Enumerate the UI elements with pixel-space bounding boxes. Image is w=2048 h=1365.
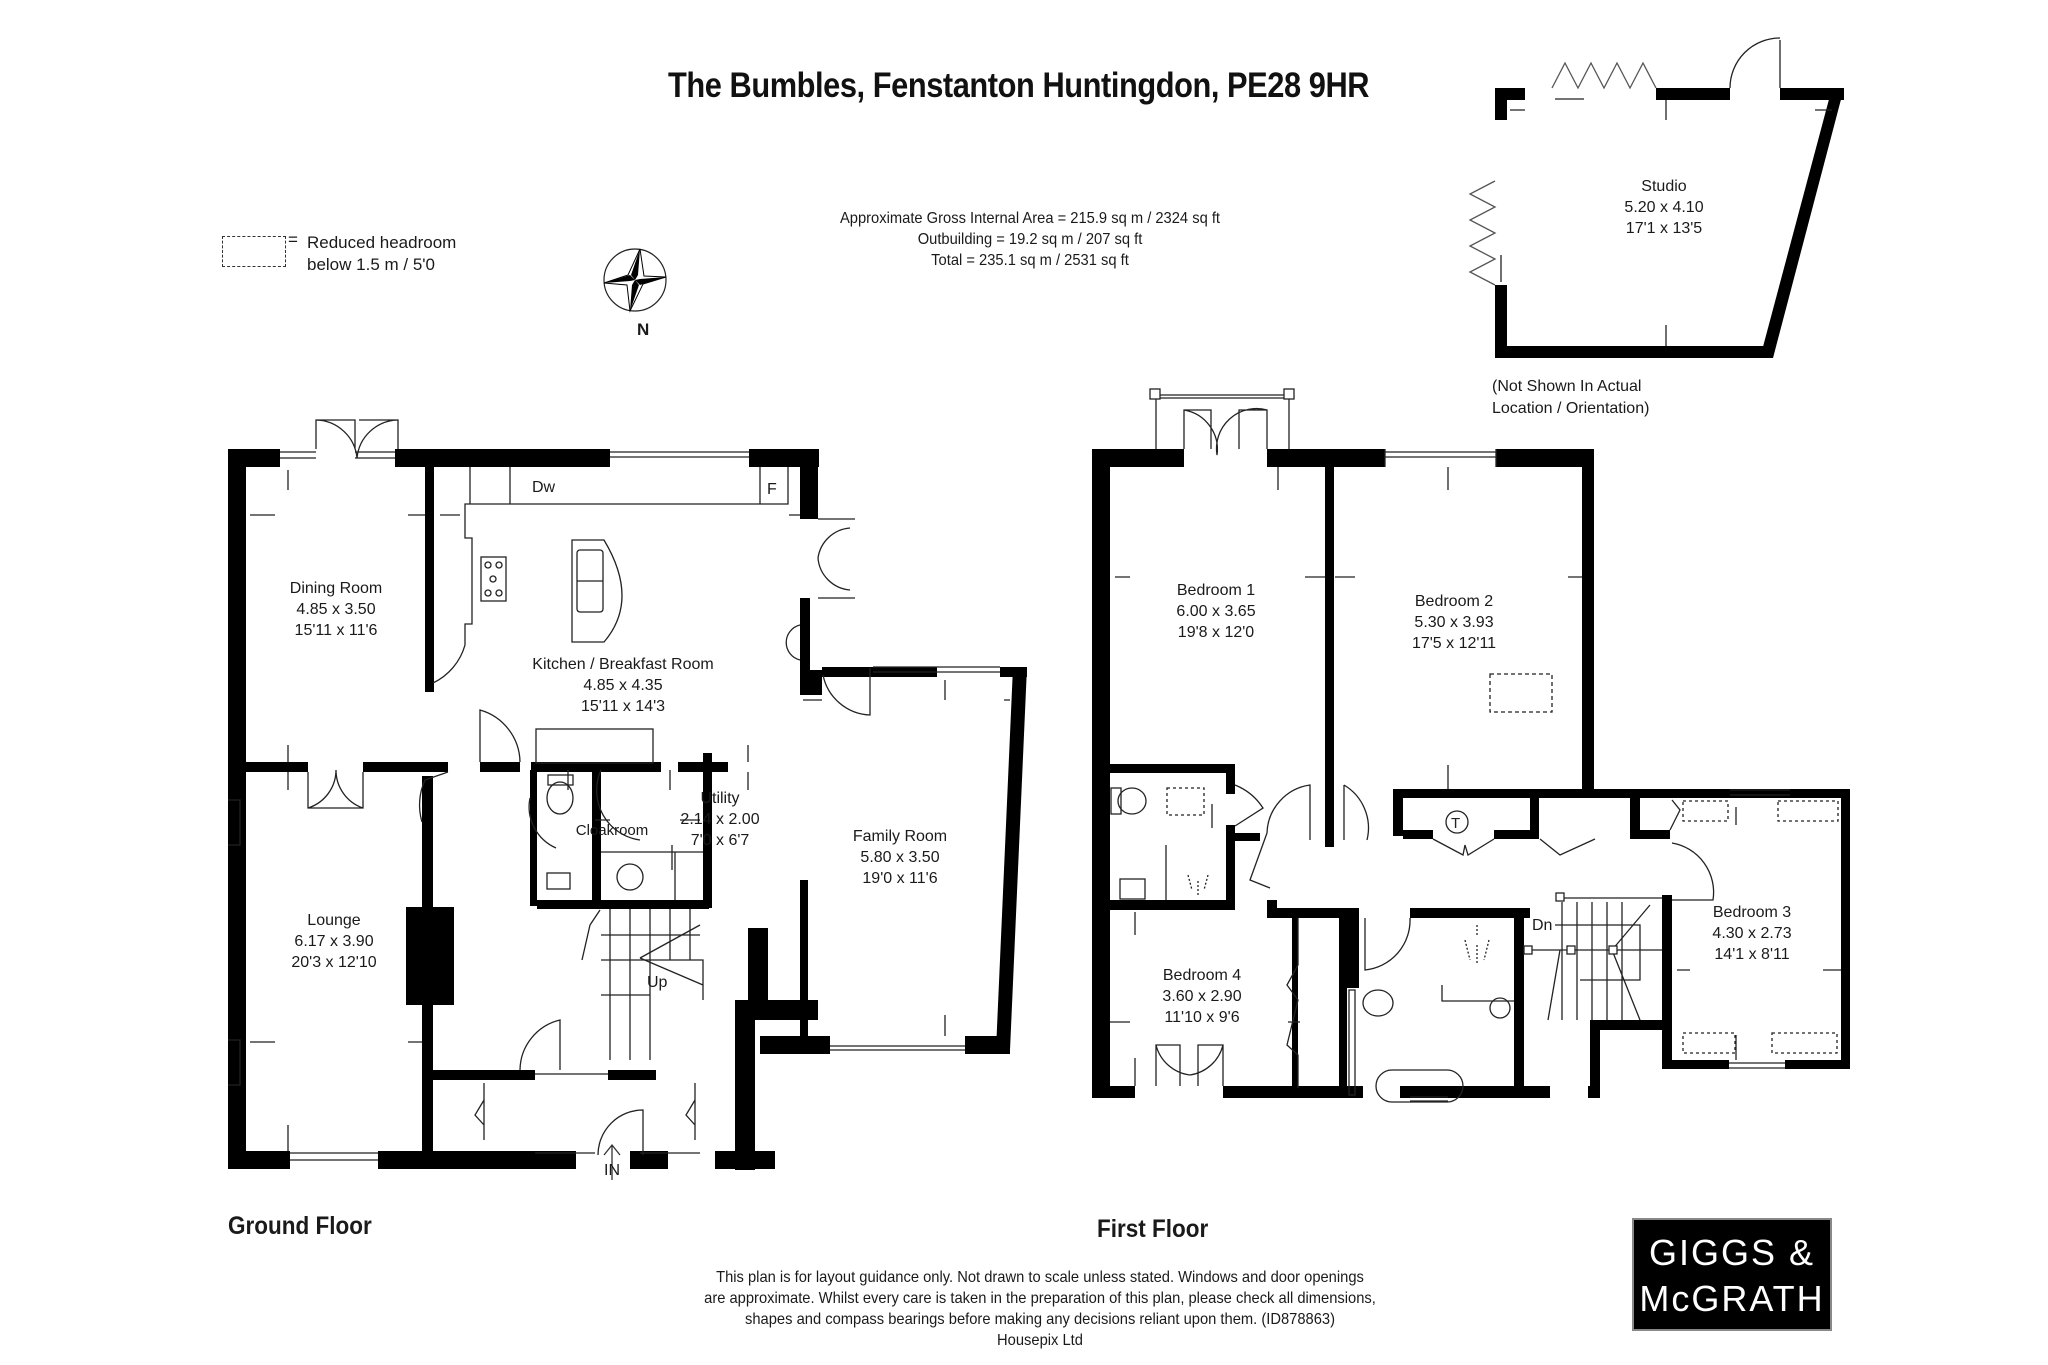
dishwasher-label: Dw (532, 479, 556, 496)
reduced-headroom-symbol (222, 236, 286, 267)
room-imperial: 19'8 x 12'0 (1177, 624, 1255, 641)
stairs-down-label: Dn (1532, 917, 1553, 934)
ground-floor-label: Ground Floor (228, 1212, 372, 1240)
logo-line1: GIGGS & (1648, 1232, 1816, 1273)
room-name: Dining Room (289, 580, 383, 597)
gross-internal-area: Approximate Gross Internal Area = 215.9 … (839, 210, 1221, 227)
room-metric: 2.14 x 2.00 (680, 811, 760, 828)
legend-line1: Reduced headroom (307, 233, 457, 252)
room-imperial: 19'0 x 11'6 (862, 870, 938, 887)
entrance-label: IN (604, 1162, 620, 1179)
room-cloakroom: Cloakroom (576, 820, 649, 841)
plan-title: The Bumbles, Fenstanton Huntingdon, PE28… (668, 66, 1370, 105)
area-summary: Approximate Gross Internal Area = 215.9 … (800, 208, 1260, 271)
room-imperial: 7'0 x 6'7 (690, 832, 750, 849)
svg-text:T: T (1451, 815, 1460, 832)
room-imperial: 15'11 x 14'3 (580, 698, 666, 715)
room-metric: 6.00 x 3.65 (1176, 603, 1256, 620)
first-floor-label: First Floor (1097, 1215, 1209, 1243)
room-lounge: Lounge 6.17 x 3.90 20'3 x 12'10 (291, 910, 376, 973)
studio-walls (1495, 88, 1844, 358)
first-floor-walls (1092, 449, 1850, 1098)
legend-text: Reduced headroom below 1.5 m / 5'0 (307, 232, 456, 276)
room-imperial: 20'3 x 12'10 (291, 954, 377, 971)
room-name: Bedroom 3 (1712, 904, 1792, 921)
room-metric: 3.60 x 2.90 (1162, 988, 1242, 1005)
disclaimer-line1: This plan is for layout guidance only. N… (716, 1269, 1364, 1286)
disclaimer-line2: are approximate. Whilst every care is ta… (704, 1290, 1376, 1307)
outbuilding-note-line2: Location / Orientation) (1492, 400, 1650, 417)
outbuilding-note: (Not Shown In Actual Location / Orientat… (1492, 376, 1649, 420)
room-name: Utility (700, 790, 740, 807)
room-name: Cloakroom (575, 822, 649, 839)
logo-line2: McGRATH (1639, 1278, 1825, 1319)
room-bedroom-1: Bedroom 1 6.00 x 3.65 19'8 x 12'0 (1176, 580, 1255, 643)
compass-north-label: N (637, 320, 650, 339)
room-metric: 6.17 x 3.90 (294, 933, 374, 950)
ground-floor-walls (228, 449, 1027, 1170)
total-area: Total = 235.1 sq m / 2531 sq ft (931, 252, 1129, 269)
room-metric: 5.80 x 3.50 (860, 849, 940, 866)
room-imperial: 17'5 x 12'11 (1411, 635, 1497, 652)
room-name: Family Room (852, 828, 948, 845)
room-name: Kitchen / Breakfast Room (532, 656, 714, 673)
room-name: Bedroom 4 (1162, 967, 1242, 984)
room-imperial: 11'10 x 9'6 (1164, 1009, 1240, 1026)
room-name: Bedroom 2 (1414, 593, 1494, 610)
room-bedroom-2: Bedroom 2 5.30 x 3.93 17'5 x 12'11 (1412, 591, 1496, 654)
room-name: Lounge (307, 912, 361, 929)
room-imperial: 14'1 x 8'11 (1714, 946, 1790, 963)
room-bedroom-4: Bedroom 4 3.60 x 2.90 11'10 x 9'6 (1162, 965, 1241, 1028)
outbuilding-note-line1: (Not Shown In Actual (1492, 378, 1642, 395)
room-family-room: Family Room 5.80 x 3.50 19'0 x 11'6 (853, 826, 947, 889)
room-metric: 4.30 x 2.73 (1712, 925, 1792, 942)
stairs-up-label: Up (647, 974, 668, 991)
disclaimer: This plan is for layout guidance only. N… (672, 1267, 1408, 1351)
room-studio: Studio 5.20 x 4.10 17'1 x 13'5 (1624, 176, 1703, 239)
room-kitchen-breakfast: Kitchen / Breakfast Room 4.85 x 4.35 15'… (532, 654, 713, 717)
room-metric: 5.20 x 4.10 (1624, 199, 1704, 216)
fridge-label: F (767, 481, 777, 498)
room-name: Studio (1641, 178, 1687, 195)
room-metric: 4.85 x 4.35 (583, 677, 663, 694)
legend-equals: = (288, 230, 298, 249)
room-bedroom-3: Bedroom 3 4.30 x 2.73 14'1 x 8'11 (1712, 902, 1791, 965)
room-utility: Utility 2.14 x 2.00 7'0 x 6'7 (680, 788, 759, 851)
room-metric: 4.85 x 3.50 (296, 601, 376, 618)
disclaimer-line3: shapes and compass bearings before makin… (745, 1311, 1335, 1328)
room-dining-room: Dining Room 4.85 x 3.50 15'11 x 11'6 (290, 578, 382, 641)
room-name: Bedroom 1 (1176, 582, 1256, 599)
room-imperial: 17'1 x 13'5 (1625, 220, 1703, 237)
compass-rose-icon (603, 248, 667, 313)
room-imperial: 15'11 x 11'6 (294, 622, 378, 639)
room-metric: 5.30 x 3.93 (1414, 614, 1494, 631)
disclaimer-line4: Housepix Ltd (997, 1332, 1083, 1349)
outbuilding-area: Outbuilding = 19.2 sq m / 207 sq ft (917, 231, 1143, 248)
legend-line2: below 1.5 m / 5'0 (307, 255, 435, 274)
agency-logo: GIGGS & McGRATH (1632, 1218, 1832, 1331)
